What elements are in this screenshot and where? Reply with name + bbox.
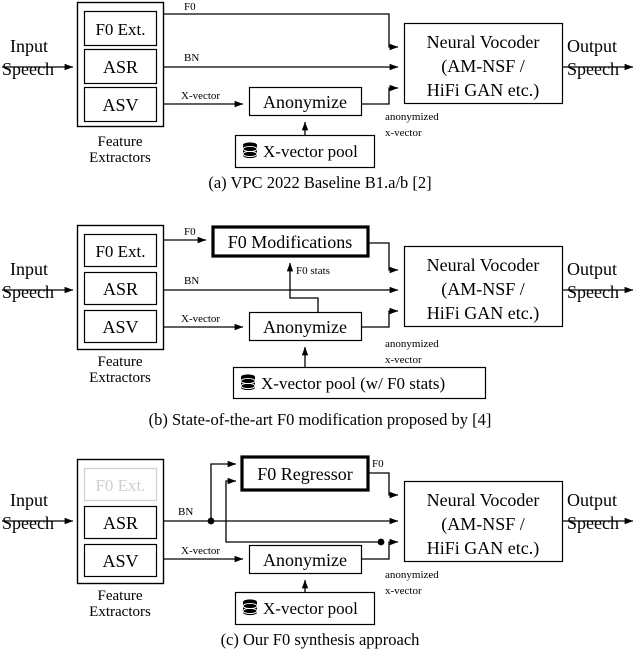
f0-regressor-box-c — [240, 455, 370, 492]
output-label-a-line2: Speech — [567, 59, 619, 79]
bn-branch-to-regressor-c — [210, 460, 237, 521]
f0-stats-label-b: F0 stats — [296, 265, 330, 277]
output-label-c-line2: Speech — [567, 513, 619, 533]
extractor-label-f0-c-disabled: F0 Ext. — [95, 476, 145, 495]
signal-label-bn-a: BN — [184, 52, 199, 64]
extractor-box-asv-c — [83, 543, 158, 578]
caption-c: (c) Our F0 synthesis approach — [221, 630, 421, 649]
database-icon-b — [240, 374, 256, 391]
signal-label-f0-c: F0 — [372, 458, 384, 470]
feature-extractors-caption-c-line1: Feature — [98, 588, 143, 604]
database-icon-c — [242, 599, 258, 616]
extractor-box-asr-c — [83, 505, 158, 540]
extractor-box-f0-b — [83, 233, 158, 268]
anonymize-label-c: Anonymize — [263, 550, 347, 570]
xvector-pool-box-c — [234, 591, 376, 626]
f0-path-c — [368, 472, 399, 499]
extractor-label-asr-c: ASR — [103, 513, 138, 533]
anonymized-xvector-path-a — [361, 84, 399, 105]
panel-c: Input Speech F0 Ext. ASR ASV Feature Ext… — [2, 455, 634, 649]
input-label-c-line2: Speech — [2, 513, 54, 533]
anonymized-xvector-label-a-line1: anonymized — [385, 111, 439, 123]
extractor-label-asr-a: ASR — [103, 57, 138, 77]
f0-modifications-box-b — [211, 225, 370, 258]
anonymized-xvector-path-c — [361, 538, 399, 560]
output-label-a-line1: Output — [567, 36, 617, 56]
vocoder-label-c-line3: HiFi GAN etc.) — [427, 538, 539, 559]
input-label-a-line2: Speech — [2, 59, 54, 79]
signal-label-xvector-a: X-vector — [181, 90, 220, 102]
vocoder-label-a-line1: Neural Vocoder — [427, 32, 540, 52]
signal-path-f0-a — [163, 13, 399, 51]
extractor-label-asv-a: ASV — [102, 95, 138, 115]
anonymized-xvector-label-c-line1: anonymized — [385, 569, 439, 581]
anonymize-label-a: Anonymize — [263, 92, 347, 112]
feature-extractors-caption-b-line2: Extractors — [89, 370, 151, 386]
vocoder-label-b-line3: HiFi GAN etc.) — [427, 303, 539, 324]
f0-regressor-label-c: F0 Regressor — [257, 464, 353, 484]
extractor-label-asv-c: ASV — [102, 551, 138, 571]
junction-dot-xvector-c — [377, 538, 385, 546]
vocoder-label-a-line2: (AM-NSF / — [441, 56, 525, 77]
xvector-pool-box-a — [234, 134, 376, 169]
neural-vocoder-box-b — [403, 245, 564, 328]
extractor-label-f0-a: F0 Ext. — [95, 20, 145, 39]
vocoder-label-b-line2: (AM-NSF / — [441, 279, 525, 300]
extractor-label-asv-b: ASV — [102, 317, 138, 337]
extractor-box-f0-c-disabled — [83, 467, 158, 502]
xvector-pool-box-b — [232, 366, 487, 400]
input-label-a-line1: Input — [10, 36, 48, 56]
output-label-c-line1: Output — [567, 490, 617, 510]
feature-extractors-caption-c-line2: Extractors — [89, 604, 151, 620]
xvector-pool-label-b: X-vector pool (w/ F0 stats) — [261, 374, 445, 393]
feature-extractors-caption-a-line1: Feature — [98, 134, 143, 150]
vocoder-label-c-line2: (AM-NSF / — [441, 514, 525, 535]
vocoder-label-b-line1: Neural Vocoder — [427, 255, 540, 275]
f0-stats-path-b — [286, 262, 319, 312]
signal-label-bn-b: BN — [184, 275, 199, 287]
output-label-b-line2: Speech — [567, 282, 619, 302]
database-icon-a — [242, 142, 258, 159]
vocoder-label-a-line3: HiFi GAN etc.) — [427, 80, 539, 101]
neural-vocoder-box-a — [403, 22, 564, 105]
output-label-b-line1: Output — [567, 259, 617, 279]
f0-modifications-label-b: F0 Modifications — [228, 232, 353, 252]
anonymized-xvector-label-b-line1: anonymized — [385, 338, 439, 350]
signal-label-f0-a: F0 — [184, 1, 196, 13]
anonymized-xvector-label-a-line2: x-vector — [385, 127, 422, 139]
xvector-branch-to-regressor-c — [225, 477, 381, 543]
caption-b: (b) State-of-the-art F0 modification pro… — [149, 410, 492, 429]
caption-a: (a) VPC 2022 Baseline B1.a/b [2] — [208, 173, 431, 192]
extractor-box-f0-a — [83, 10, 158, 47]
extractor-box-asr-a — [83, 48, 158, 85]
signal-label-xvector-b: X-vector — [181, 313, 220, 325]
f0mod-to-vocoder-path-b — [368, 242, 399, 274]
anonymized-xvector-label-c-line2: x-vector — [385, 585, 422, 597]
feature-extractors-caption-b-line1: Feature — [98, 354, 143, 370]
signal-label-xvector-c: X-vector — [181, 545, 220, 557]
feature-extractors-caption-a-line2: Extractors — [89, 150, 151, 166]
anonymize-label-b: Anonymize — [263, 317, 347, 337]
panel-b: Input Speech F0 Ext. ASR ASV Feature Ext… — [2, 224, 634, 429]
anonymize-box-a — [248, 86, 363, 117]
extractor-label-f0-b: F0 Ext. — [95, 242, 145, 261]
xvector-pool-label-c: X-vector pool — [263, 599, 358, 618]
panel-a: Input Speech F0 Ext. ASR ASV Feature Ext… — [2, 1, 634, 192]
signal-label-f0-b: F0 — [184, 226, 196, 238]
neural-vocoder-box-c — [403, 480, 564, 563]
anonymized-xvector-path-b — [361, 307, 399, 328]
extractor-box-asr-b — [83, 271, 158, 306]
anonymized-xvector-label-b-line2: x-vector — [385, 354, 422, 366]
extractor-label-asr-b: ASR — [103, 279, 138, 299]
junction-dot-bn-c — [207, 517, 215, 525]
xvector-pool-label-a: X-vector pool — [263, 142, 358, 161]
input-label-c-line1: Input — [10, 490, 48, 510]
input-label-b-line1: Input — [10, 259, 48, 279]
extractor-box-asv-b — [83, 309, 158, 344]
signal-label-bn-c: BN — [178, 506, 193, 518]
input-label-b-line2: Speech — [2, 282, 54, 302]
extractor-box-asv-a — [83, 86, 158, 123]
vocoder-label-c-line1: Neural Vocoder — [427, 490, 540, 510]
